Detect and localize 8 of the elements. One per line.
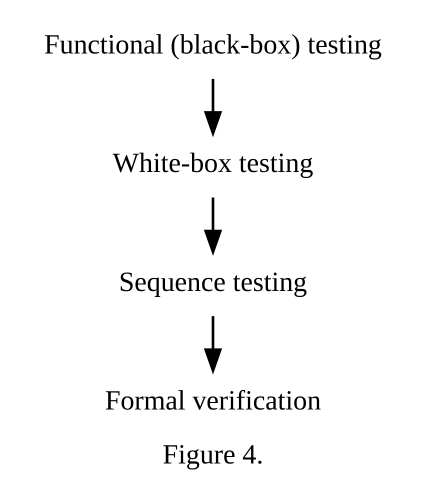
caption: Figure 4.: [162, 439, 263, 470]
arrow: [203, 78, 222, 138]
node-text: White-box testing: [112, 148, 313, 180]
node-text: Formal verification: [104, 385, 321, 416]
arrow: [203, 198, 222, 256]
node-text: Sequence testing: [118, 266, 307, 298]
node-text: Functional (black-box) testing: [44, 30, 382, 61]
arrow: [203, 316, 222, 375]
